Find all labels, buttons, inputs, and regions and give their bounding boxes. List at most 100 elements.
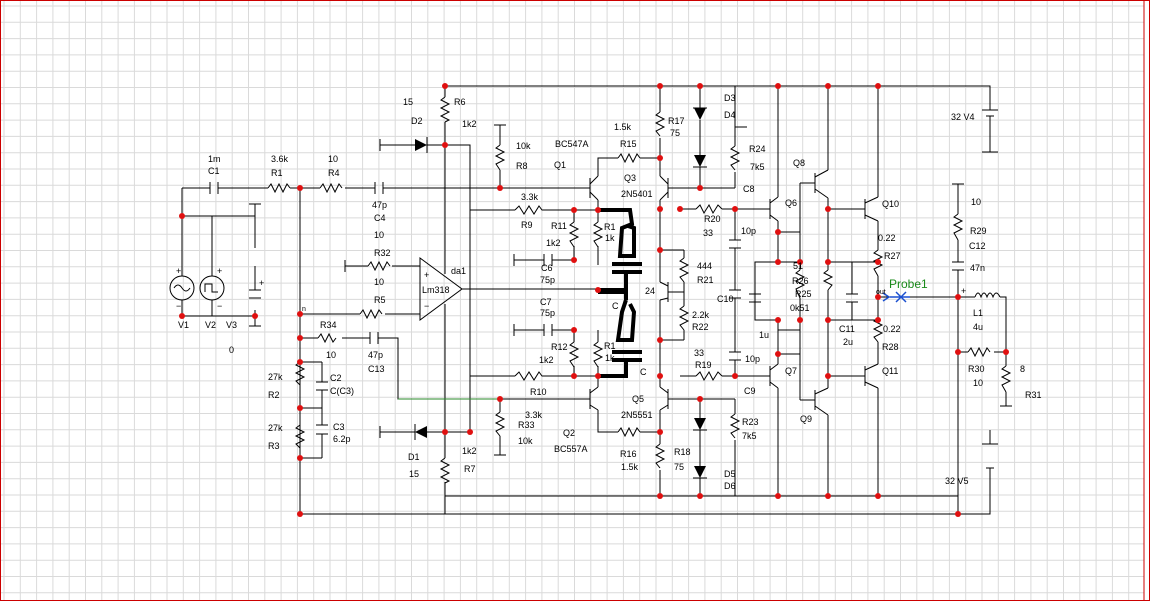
label-r17: R17	[668, 116, 685, 126]
resistor-r29	[952, 213, 964, 241]
label-r18-val: 75	[674, 462, 684, 472]
polarity-v1-minus: −	[176, 301, 181, 311]
junction-dot	[179, 213, 185, 219]
resistor-r20	[695, 203, 723, 215]
junction-dot	[497, 185, 503, 191]
resistor-r3	[294, 424, 306, 449]
label-c12: C12	[969, 241, 986, 251]
label-d2-val: 15	[403, 97, 413, 107]
label-q5-type: 2N5551	[621, 410, 653, 420]
label-v3-val: 0	[229, 345, 234, 355]
label-r9: R9	[521, 220, 533, 230]
label-r28: R28	[882, 342, 899, 352]
junction-dot	[497, 396, 503, 402]
junction-dot	[657, 206, 663, 212]
label-r34-val: 10	[326, 350, 336, 360]
diode-d5	[693, 418, 707, 431]
resistor-r8	[494, 144, 506, 171]
label-r27-val: 0.22	[878, 233, 896, 243]
junction-dot	[775, 317, 781, 323]
label-r19-val: 33	[694, 348, 704, 358]
capacitor-c2	[316, 381, 328, 391]
label-r14: R1	[604, 341, 616, 351]
junction-dot	[825, 493, 831, 499]
label-n: n	[302, 306, 306, 313]
resistor-r10	[514, 371, 545, 381]
resistor-r32	[367, 260, 391, 272]
label-d6: D6	[724, 481, 736, 491]
resistor-r19	[695, 370, 723, 382]
resistor-r5	[359, 308, 383, 320]
junction-dot	[657, 83, 663, 89]
capacitor-c1	[209, 182, 219, 194]
source-v1	[169, 270, 195, 301]
label-v4: 32 V4	[951, 112, 975, 122]
label-opamp: Lm318	[422, 285, 450, 295]
label-q3-type: 2N5401	[621, 189, 653, 199]
resistor-r21	[678, 257, 690, 283]
label-c4-val: 47p	[372, 200, 387, 210]
label-r30: R30	[968, 364, 985, 374]
label-c11: C11	[839, 324, 855, 334]
label-c6: C6	[541, 263, 553, 273]
junction-dot	[825, 317, 831, 323]
label-r16: R16	[620, 449, 637, 459]
label-r20-val: 33	[703, 228, 713, 238]
polarity-l1: +	[961, 286, 966, 296]
junction-dot	[775, 351, 781, 357]
capacitor-c6	[543, 254, 553, 266]
label-r6-val: 1k2	[462, 119, 477, 129]
junction-dot	[297, 335, 303, 341]
label-da1: da1	[451, 266, 466, 276]
resistor-r34	[317, 332, 337, 344]
label-d1: D1	[408, 452, 420, 462]
junction-dot	[657, 337, 663, 343]
junction-dot	[442, 83, 448, 89]
resistor-r13	[592, 221, 604, 248]
label-d3: D3	[724, 93, 736, 103]
label-r31-val: 8	[1020, 364, 1025, 374]
probe-label[interactable]: Probe1	[889, 277, 928, 291]
label-r31: R31	[1025, 390, 1042, 400]
junction-dot	[571, 327, 577, 333]
label-r17-val: 75	[670, 128, 680, 138]
opamp-plus: +	[424, 270, 429, 280]
label-r20: R20	[704, 214, 721, 224]
junction-dot	[657, 493, 663, 499]
label-v1: V1	[178, 320, 189, 330]
resistor-r23	[729, 413, 741, 439]
label-r16-val: 1.5k	[621, 462, 639, 472]
label-r6: R6	[454, 97, 466, 107]
junction-dot	[825, 206, 831, 212]
label-c8: C8	[743, 184, 755, 194]
label-r22-val: 2.2k	[692, 310, 710, 320]
resistor-r14	[592, 341, 604, 368]
highlight-path	[598, 208, 642, 378]
opamp-lm318	[419, 257, 463, 321]
transistor-q11	[864, 363, 879, 389]
polarity-v1-plus: +	[176, 266, 181, 276]
label-q5: Q5	[632, 394, 644, 404]
transistor-q1	[589, 175, 599, 201]
label-q2-type: BC557A	[554, 444, 588, 454]
label-r32-val: 10	[374, 277, 384, 287]
resistor-r28	[872, 317, 884, 343]
label-d1-val: 15	[409, 469, 419, 479]
label-r1: R1	[271, 168, 283, 178]
label-c12-val: 47n	[970, 263, 985, 273]
label-r3-val: 27k	[268, 423, 283, 433]
label-r13-val: 1k	[605, 233, 615, 243]
junction-dot	[797, 317, 803, 323]
label-r4-val: 10	[328, 154, 338, 164]
resistor-r18	[654, 443, 666, 469]
junction-dot	[797, 259, 803, 265]
resistor-r26	[794, 269, 806, 299]
label-c-b: C	[612, 301, 619, 311]
junction-dots	[179, 83, 1009, 517]
transistor-q9	[799, 354, 829, 416]
label-r25: R25	[795, 289, 812, 299]
diode-d4	[693, 155, 707, 168]
